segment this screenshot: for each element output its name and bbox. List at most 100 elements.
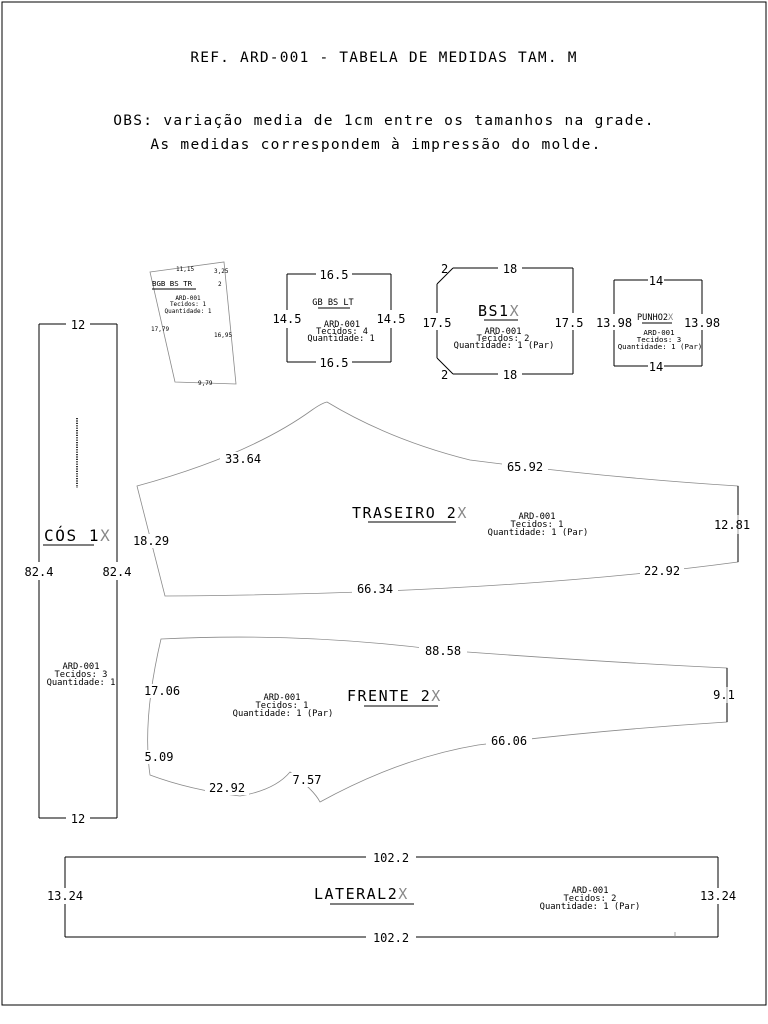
frente-label-bg-3 [140, 684, 184, 698]
gb-dim-right: 14.5 [377, 312, 406, 326]
bs-corner-tl [436, 267, 454, 285]
frente-tecidos: Tecidos: 1 [256, 701, 309, 711]
piece-punho: 14 14 13.98 13.98 PUNHO2X ARD-001 Tecido… [596, 274, 720, 374]
frente-label-bg-4 [141, 750, 177, 764]
traseiro-label-bg-3 [640, 564, 684, 578]
bgb-name: BGB BS TR [152, 279, 193, 288]
piece-bgb-bs-tr: 11,15 3,25 2 BGB BS TR ARD-001 Tecidos: … [149, 261, 237, 387]
piece-cos: 12 12 82.4 82.4 CÓS 1X ARD-001 Tecidos: … [25, 318, 132, 826]
bgb-mark: 2 [218, 281, 222, 288]
cos-ref: ARD-001 [62, 662, 99, 672]
piece-bs: 2 2 18 18 17.5 17.5 BS1X ARD-001 Tecidos… [423, 262, 584, 382]
bgb-ref: ARD-001 [175, 295, 201, 302]
piece-frente: 88.58 9.1 66.06 17.06 5.09 22.92 7.57 FR… [140, 636, 735, 803]
sheet-title: REF. ARD-001 - TABELA DE MEDIDAS TAM. M [190, 50, 577, 66]
frente-name: FRENTE 2X [347, 687, 442, 705]
cos-dim-bottom: 12 [71, 812, 85, 826]
bs-corner-bl [436, 357, 454, 375]
frente-label-bg-2 [486, 734, 532, 748]
frente-dim-bottom-left: 22.92 [209, 781, 245, 795]
bs-ref: ARD-001 [484, 327, 521, 337]
frente-dim-top: 88.58 [425, 644, 461, 658]
bgb-dim-left: 17,79 [151, 326, 169, 333]
gb-dim-bottom: 16.5 [320, 356, 349, 370]
traseiro-dim-left: 18.29 [133, 534, 169, 548]
frente-dim-left: 17.06 [144, 684, 180, 698]
bgb-tecidos: Tecidos: 1 [170, 301, 207, 308]
traseiro-label-bg-2 [502, 460, 548, 474]
frente-dim-bottom: 66.06 [491, 734, 527, 748]
frente-dim-left-low: 5.09 [145, 750, 174, 764]
traseiro-dim-right: 12.81 [714, 518, 750, 532]
frente-label-bg-6 [290, 773, 324, 787]
lateral-dim-right: 13.24 [700, 889, 736, 903]
cos-quantidade: Quantidade: 1 [47, 678, 116, 688]
lateral-ref: ARD-001 [571, 886, 608, 896]
punho-ref: ARD-001 [643, 328, 674, 337]
bs-dim-top: 18 [503, 262, 517, 276]
gb-ref: ARD-001 [324, 320, 360, 330]
cos-dim-right: 82.4 [103, 565, 132, 579]
punho-tecidos: Tecidos: 3 [637, 335, 682, 344]
punho-name: PUNHO2X [637, 313, 674, 323]
gb-quantidade: Quantidade: 1 [307, 334, 374, 344]
punho-dim-right: 13.98 [684, 316, 720, 330]
obs-line-2: As medidas correspondem à impressão do m… [150, 137, 601, 153]
frente-outline [147, 636, 728, 803]
lateral-dim-top: 102.2 [373, 851, 409, 865]
cos-dim-top: 12 [71, 318, 85, 332]
traseiro-label-bg-5 [130, 534, 172, 548]
frente-quantidade: Quantidade: 1 (Par) [233, 709, 334, 719]
bgb-outline [149, 261, 237, 385]
lateral-quantidade: Quantidade: 1 (Par) [540, 902, 641, 912]
cos-tecidos: Tecidos: 3 [55, 670, 108, 680]
frente-ref: ARD-001 [263, 693, 300, 703]
traseiro-label-bg-4 [352, 582, 398, 596]
bs-tecidos: Tecidos: 2 [477, 334, 530, 344]
gb-name: GB BS LT [312, 298, 353, 308]
traseiro-ref: ARD-001 [518, 512, 555, 522]
bs-corner-tl-label: 2 [441, 262, 448, 276]
traseiro-dim-bottom: 66.34 [357, 582, 393, 596]
bs-quantidade: Quantidade: 1 (Par) [454, 341, 555, 351]
frente-dim-curve: 7.57 [293, 773, 322, 787]
lateral-name: LATERAL2X [314, 885, 409, 903]
cos-dim-left: 82.4 [25, 565, 54, 579]
traseiro-tecidos: Tecidos: 1 [511, 520, 564, 530]
bgb-dim-right: 16,95 [214, 332, 232, 339]
bs-corner-bl-label: 2 [441, 368, 448, 382]
bs-name: BS1X [478, 302, 520, 320]
bs-dim-right: 17.5 [555, 316, 584, 330]
page-border [1, 1, 767, 1006]
cos-name: CÓS 1X [44, 526, 111, 545]
frente-dim-right: 9.1 [713, 688, 735, 702]
bgb-dim-top-right: 3,25 [214, 268, 229, 275]
traseiro-quantidade: Quantidade: 1 (Par) [488, 528, 589, 538]
traseiro-name: TRASEIRO 2X [352, 504, 468, 522]
traseiro-label-bg-1 [220, 452, 266, 466]
traseiro-dim-bottom-right: 22.92 [644, 564, 680, 578]
lateral-dim-left: 13.24 [47, 889, 83, 903]
traseiro-outline [136, 401, 739, 597]
bs-dim-left: 17.5 [423, 316, 452, 330]
lateral-tecidos: Tecidos: 2 [564, 894, 617, 904]
gb-tecidos: Tecidos: 4 [316, 327, 368, 337]
piece-gb-bs-lt: 16.5 16.5 14.5 14.5 GB BS LT ARD-001 Tec… [273, 268, 406, 370]
punho-quantidade: Quantidade: 1 (Par) [618, 342, 703, 351]
bgb-dim-bottom: 9,79 [198, 380, 213, 387]
traseiro-dim-top-right: 65.92 [507, 460, 543, 474]
punho-dim-bottom: 14 [649, 360, 663, 374]
bgb-dim-top: 11,15 [176, 266, 194, 273]
punho-dim-top: 14 [649, 274, 663, 288]
gb-dim-top: 16.5 [320, 268, 349, 282]
gb-dim-left: 14.5 [273, 312, 302, 326]
frente-label-bg-5 [205, 781, 249, 795]
frente-label-bg-1 [419, 644, 467, 658]
traseiro-dim-top-left: 33.64 [225, 452, 261, 466]
bs-dim-bottom: 18 [503, 368, 517, 382]
obs-line-1: OBS: variação media de 1cm entre os tama… [113, 113, 655, 129]
piece-traseiro: 33.64 65.92 12.81 22.92 66.34 18.29 TRAS… [130, 401, 750, 597]
piece-lateral: 102.2 102.2 13.24 13.24 LATERAL2X ARD-00… [47, 851, 736, 945]
punho-dim-left: 13.98 [596, 316, 632, 330]
